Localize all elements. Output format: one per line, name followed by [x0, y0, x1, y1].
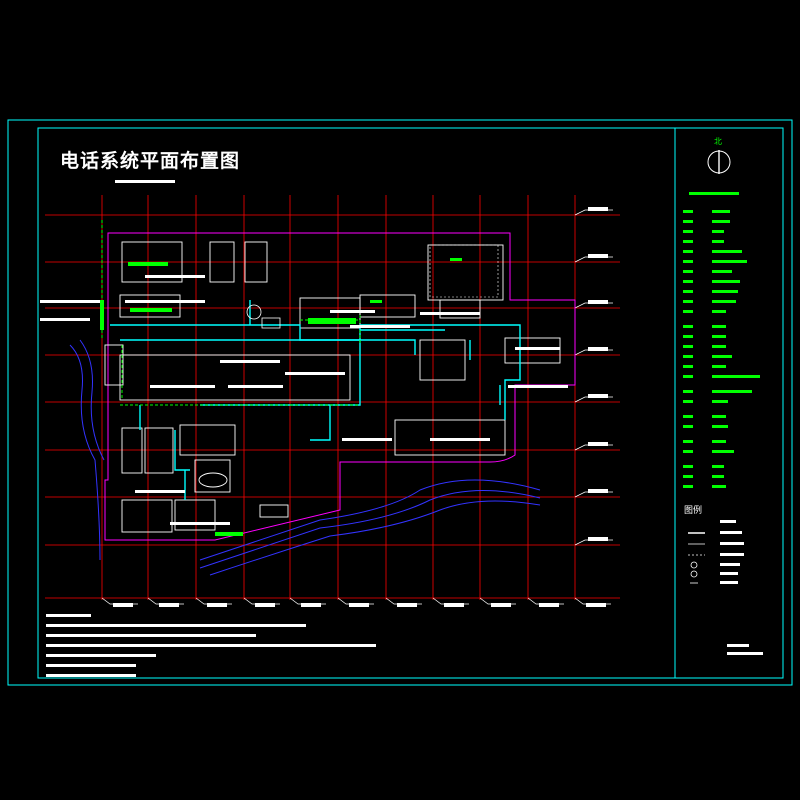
- inner-frame: [37, 127, 784, 679]
- plan-text-marks: [40, 180, 568, 525]
- drawing-title: 电话系统平面布置图: [60, 150, 241, 172]
- cable-branch-dashed: [101, 220, 361, 406]
- legend-entries: [683, 210, 760, 488]
- road-lines: [69, 339, 541, 576]
- legend-heading: 图例: [684, 506, 703, 516]
- sheet-frame: [7, 119, 793, 686]
- north-label: 北: [714, 137, 722, 146]
- grid-axis-tags-right: [574, 209, 613, 546]
- grid-vertical-lines: [101, 195, 576, 600]
- distribution-box-symbol: [261, 317, 281, 329]
- grid-axis-tag-text-bottom: [113, 603, 606, 607]
- legend-caption: [689, 192, 739, 195]
- building-outlines: [104, 241, 561, 533]
- grid-horizontal-lines: [45, 214, 620, 599]
- green-label-blocks: [100, 258, 462, 536]
- grid-axis-tag-text-right: [588, 207, 608, 541]
- building-dashed: [429, 244, 499, 298]
- legend-symbol-table: [688, 532, 705, 584]
- telephone-exchange-symbol: [246, 304, 262, 320]
- site-boundary: [104, 232, 576, 541]
- legend-symbol-text: [720, 520, 744, 584]
- notes-block: [46, 614, 763, 677]
